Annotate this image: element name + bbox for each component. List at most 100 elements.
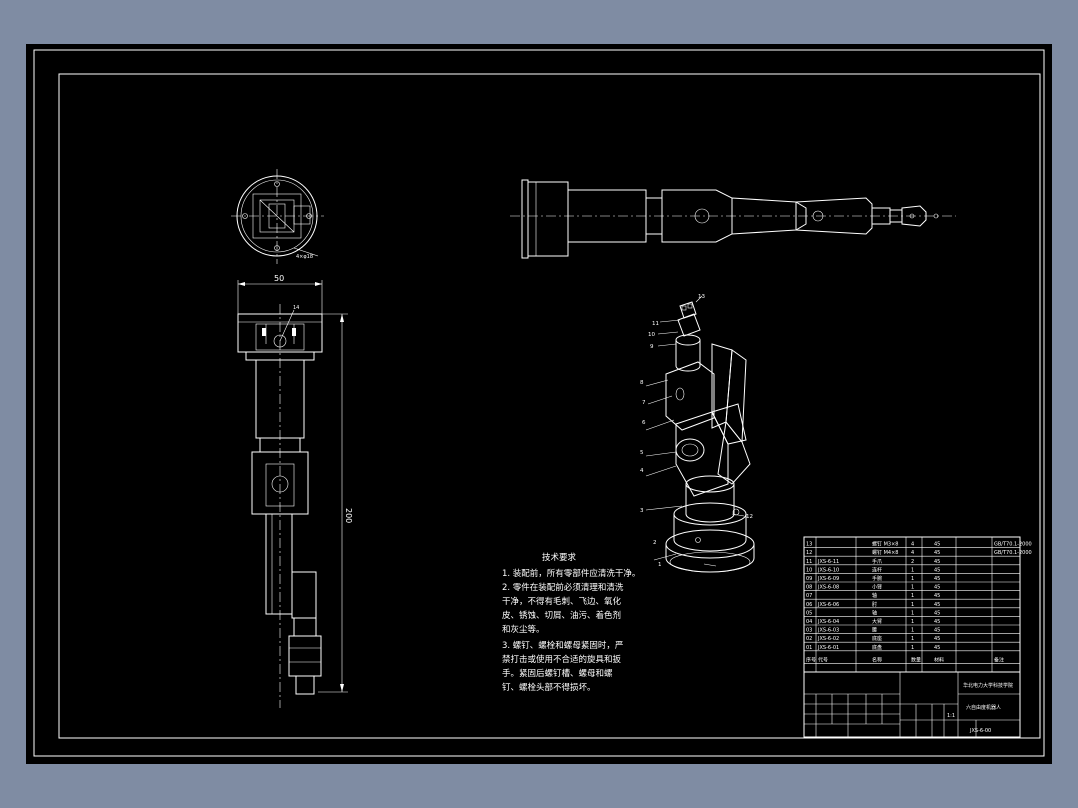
tech-note-line-6: 3. 螺钉、螺栓和螺母紧固时，严 [502,640,623,651]
tech-note-line-8: 手。紧固后螺钉槽、螺母和螺 [502,668,613,679]
bom-cell-name: 肘 [872,601,877,608]
tech-note-line-4: 皮、锈蚀、切屑、油污、着色剂 [502,610,621,621]
technical-notes: 技术要求 1. 装配前，所有零部件应清洗干净。 2. 零件在装配前必须清理和清洗… [502,552,640,693]
bom-cell-code: JXS-6-01 [817,645,839,651]
bom-cell-no: 03 [806,628,812,634]
bom-cell-mat: 45 [934,602,940,608]
bom-cell-name: 连杆 [872,566,882,573]
bom-cell-qty: 1 [911,585,914,591]
tech-note-line-9: 钉、螺栓头部不得损坏。 [502,682,596,693]
bom-cell-no: 01 [806,645,812,651]
bom-cell-no: 10 [806,567,812,573]
bom-cell-no: 07 [806,593,812,599]
title-drawing-no: JXS-6-00 [969,728,991,734]
detail-dim-label: 4×φ18 [296,254,313,260]
balloon-13: 13 [698,294,705,300]
bom-cell-mat: 45 [934,585,940,591]
bom-cell-code: JXS-6-09 [817,576,839,582]
title-scale: 1:1 [947,713,955,719]
tech-note-line-7: 禁打击或使用不合适的旋具和扳 [502,654,622,665]
bom-header-mat: 材料 [934,656,944,663]
bom-cell-no: 12 [806,550,812,556]
bom-cell-mat: 45 [934,567,940,573]
bom-cell-mat: 45 [934,628,940,634]
bom-cell-no: 06 [806,602,812,608]
bom-cell-qty: 2 [911,559,914,565]
bom-cell-qty: 1 [911,593,914,599]
balloon-12: 12 [746,514,753,520]
drawing-viewport[interactable]: 4×φ18 50 1 4 [26,44,1052,764]
bom-cell-no: 05 [806,610,812,616]
balloon-10: 10 [648,332,655,338]
side-elevation: 50 14 200 [237,274,353,708]
bom-cell-qty: 4 [911,550,914,556]
bom-header-qty: 数量 [911,656,921,663]
plan-view [510,179,956,259]
tech-note-line-1: 1. 装配前，所有零部件应清洗干净。 [502,568,640,579]
bom-header-name: 名称 [872,656,882,663]
parts-list: 华北电力大学科技学院 六自由度机器人 JXS-6-00 1:1 13 螺钉 M3×… [803,536,1032,738]
bom-cell-qty: 4 [911,542,914,548]
bom-header-note: 备注 [994,656,1004,663]
outer-frame [33,49,1045,757]
drawing-sheet: 4×φ18 50 1 4 [33,49,1045,757]
bom-cell-mat: 45 [934,576,940,582]
bom-cell-note: GB/T70.1-2000 [994,550,1032,556]
balloon-8: 8 [640,380,644,386]
bom-cell-no: 02 [806,636,812,642]
balloon-7: 7 [642,400,646,406]
bom-cell-qty: 1 [911,576,914,582]
bom-cell-code: JXS-6-08 [817,585,839,591]
bom-cell-no: 13 [806,542,812,548]
bom-cell-code: JXS-6-02 [817,636,839,642]
bom-cell-code: JXS-6-03 [817,628,839,634]
bom-cell-name: 手爪 [872,558,882,565]
balloon-6: 6 [642,420,646,426]
bom-cell-name: 底座 [872,635,882,642]
bom-cell-qty: 1 [911,567,914,573]
inner-frame [58,73,1041,739]
bom-cell-mat: 45 [934,593,940,599]
bom-cell-name: 螺钉 M4×8 [872,549,898,556]
bom-cell-mat: 45 [934,559,940,565]
balloon-2: 2 [653,540,657,546]
tech-note-line-3: 干净，不得有毛刺、飞边、氧化 [502,596,622,607]
title-product: 六自由度机器人 [966,704,1001,711]
bom-cell-mat: 45 [934,645,940,651]
tech-note-line-5: 和灰尘等。 [502,624,545,635]
bom-cell-qty: 1 [911,610,914,616]
bom-cell-code: JXS-6-10 [817,567,839,573]
balloon-1: 1 [658,562,662,568]
balloon-5: 5 [640,450,644,456]
balloon-11: 11 [652,321,659,327]
bom-cell-name: 腰 [872,628,877,634]
bom-cell-note: GB/T70.1-2000 [994,542,1032,548]
bom-cell-name: 底盘 [872,644,882,651]
bom-cell-mat: 45 [934,542,940,548]
balloon-9: 9 [650,344,654,350]
bom-cell-no: 04 [806,619,812,625]
title-school: 华北电力大学科技学院 [963,682,1013,689]
bom-cell-mat: 45 [934,610,940,616]
bom-cell-qty: 1 [911,636,914,642]
bom-cell-code: JXS-6-11 [817,559,839,565]
bom-cell-name: 轴 [872,609,877,616]
bom-cell-name: 螺钉 M3×8 [872,541,898,548]
bom-cell-no: 11 [806,559,812,565]
width-dim-label: 50 [274,274,284,283]
bom-cell-name: 大臂 [872,618,882,625]
bom-cell-qty: 1 [911,628,914,634]
bom-cell-code: JXS-6-04 [817,619,839,625]
bom-cell-mat: 45 [934,636,940,642]
tech-notes-title: 技术要求 [542,552,577,563]
bom-cell-qty: 1 [911,602,914,608]
bom-cell-mat: 45 [934,550,940,556]
balloon-3: 3 [640,508,644,514]
bom-cell-name: 小臂 [872,584,882,591]
bom-cell-name: 手腕 [872,575,882,582]
bom-header-no: 序号 [806,656,816,663]
isometric-view: 1 2 3 4 5 6 7 8 9 10 11 12 13 [640,294,755,573]
bom-cell-qty: 1 [911,619,914,625]
balloon-4: 4 [640,468,644,474]
tech-note-line-2: 2. 零件在装配前必须清理和清洗 [502,582,624,593]
